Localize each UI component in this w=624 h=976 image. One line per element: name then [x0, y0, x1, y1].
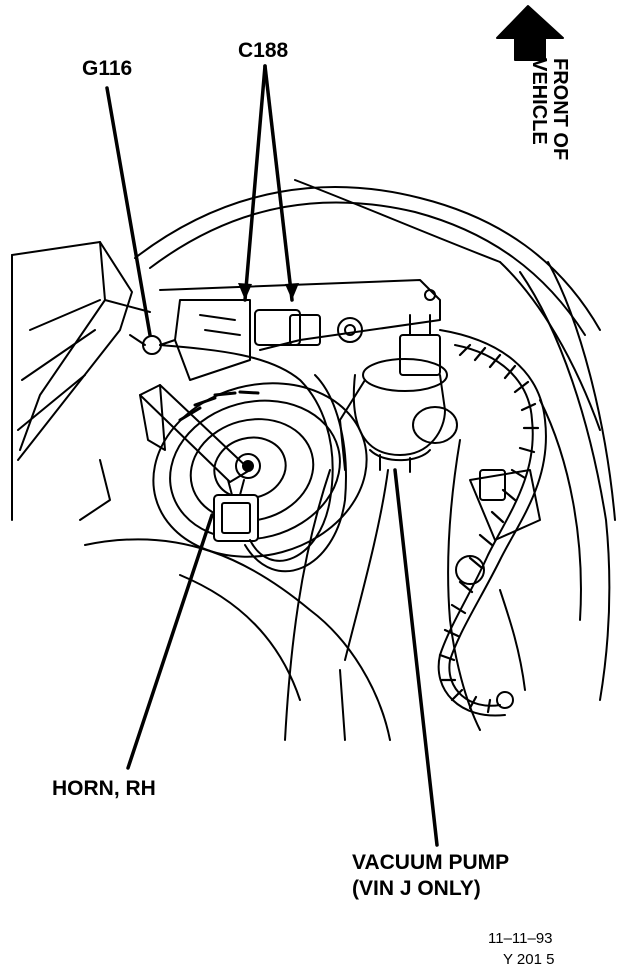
leader-c188-left	[243, 64, 267, 302]
arrowhead-c188-left	[238, 283, 252, 300]
arrowheads	[238, 283, 299, 300]
horn-wire	[159, 344, 334, 562]
horn-connector	[213, 479, 259, 542]
horn-label: HORN, RH	[52, 777, 156, 800]
leader-lines	[105, 64, 439, 847]
drawing-date: 11–11–93	[488, 930, 553, 947]
front-arrow-icon	[496, 5, 564, 61]
c188-label: C188	[238, 39, 289, 62]
leader-vacuum	[393, 468, 439, 847]
figure-id: Y 201 5	[503, 951, 555, 968]
fender-outline	[134, 179, 616, 701]
front-label-line2: VEHICLE	[528, 58, 550, 145]
inner-fender	[84, 469, 391, 741]
vacuum-hose	[344, 469, 389, 661]
horn	[152, 382, 368, 558]
c188-connector	[159, 279, 441, 381]
leader-g116	[105, 86, 152, 337]
g116-ground	[129, 334, 176, 355]
leader-horn	[126, 513, 214, 770]
horn-wire-2	[244, 374, 347, 573]
wiring-harness	[437, 329, 547, 717]
vacuum-pump-label: VACUUM PUMP	[352, 851, 510, 874]
horn-bracket	[139, 384, 251, 483]
vacuum-pump-note: (VIN J ONLY)	[352, 877, 481, 900]
vacuum-pump	[339, 314, 458, 473]
front-of-vehicle-label: FRONT OF VEHICLE	[528, 58, 571, 161]
g116-label: G116	[82, 57, 133, 80]
leader-c188-right	[263, 64, 294, 302]
radiator-support	[11, 241, 151, 521]
arrowhead-c188-right	[285, 283, 299, 300]
headlamp-housing	[447, 399, 582, 731]
front-label-line1: FRONT OF	[549, 58, 571, 161]
